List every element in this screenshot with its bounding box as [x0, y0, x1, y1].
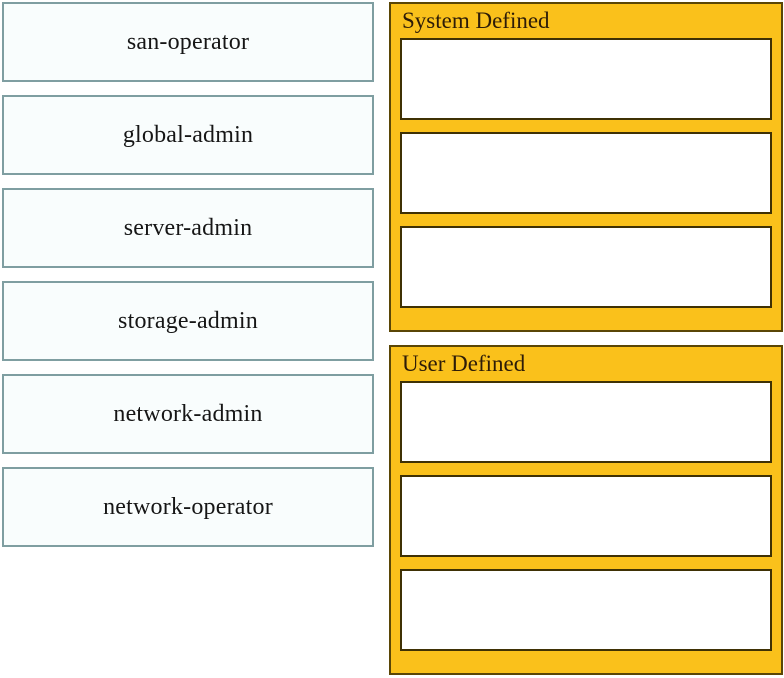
role-box-network-operator[interactable]: network-operator: [2, 467, 374, 547]
drop-slot-user-1[interactable]: [400, 381, 772, 463]
role-box-global-admin[interactable]: global-admin: [2, 95, 374, 175]
panel-title-user-defined: User Defined: [402, 351, 526, 376]
drop-slot-system-2[interactable]: [400, 132, 772, 214]
role-box-san-operator[interactable]: san-operator: [2, 2, 374, 82]
panel-system-defined: System Defined: [389, 2, 783, 332]
panel-user-defined: User Defined: [389, 345, 783, 675]
role-box-server-admin[interactable]: server-admin: [2, 188, 374, 268]
drop-slot-user-3[interactable]: [400, 569, 772, 651]
role-list: san-operator global-admin server-admin s…: [2, 2, 374, 560]
role-box-network-admin[interactable]: network-admin: [2, 374, 374, 454]
panel-title-system-defined: System Defined: [402, 8, 550, 33]
drop-panels: System Defined User Defined: [389, 2, 783, 675]
drop-slot-system-3[interactable]: [400, 226, 772, 308]
drop-slot-user-2[interactable]: [400, 475, 772, 557]
drop-slot-system-1[interactable]: [400, 38, 772, 120]
role-box-storage-admin[interactable]: storage-admin: [2, 281, 374, 361]
